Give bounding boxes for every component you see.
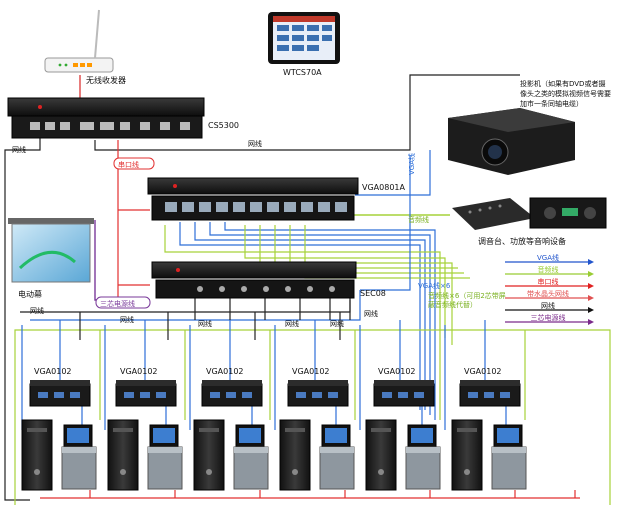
controller-label: CS5300 (208, 121, 239, 130)
workstation: VGA0102 (279, 367, 355, 491)
sec-label: SEC08 (360, 289, 386, 298)
label-serial: 串口线 (118, 160, 139, 169)
distributor-label: VGA0102 (34, 367, 72, 376)
controller-network-left (4, 135, 41, 501)
legend-item: 带水晶头网线 (505, 289, 594, 301)
desk (491, 446, 527, 490)
audio-amplifier (529, 197, 607, 229)
label-network-1: 网线 (12, 145, 26, 154)
desk (233, 446, 269, 490)
matrix-label: VGA0801A (362, 183, 406, 192)
distributor-label: VGA0102 (464, 367, 502, 376)
desk (61, 446, 97, 490)
label-vga: VGA线 (407, 153, 416, 175)
label-network-8: 网线 (364, 309, 378, 318)
distributor-label: VGA0102 (378, 367, 416, 376)
wires (4, 74, 611, 505)
legend-arrow-icon (588, 283, 594, 289)
workstation: VGA0102 (451, 367, 527, 491)
vga-matrix-to-projector (355, 150, 431, 196)
desk (405, 446, 441, 490)
workstation: VGA0102 (365, 367, 441, 491)
workstation-row: VGA0102 VGA0102 VGA0102 VGA0102 VGA0102 VGA01… (21, 367, 527, 491)
distributor-label: VGA0102 (292, 367, 330, 376)
tablet (268, 12, 340, 64)
legend-label: 串口线 (538, 277, 559, 286)
workstation: VGA0102 (21, 367, 97, 491)
workstation: VGA0102 (193, 367, 269, 491)
legend-item: 网线 (505, 301, 594, 313)
central-controller (7, 97, 205, 139)
label-power: 三芯电源线 (100, 299, 135, 308)
vga-matrix-switcher (147, 177, 359, 221)
projector-label: 投影机（如果有DVD或者摄像头之类的模拟视频信号需要加市一条同轴电缆） (520, 79, 611, 108)
desk (147, 446, 183, 490)
label-vga-x6: VGA线×6 (418, 281, 451, 290)
label-network-5: 网线 (198, 319, 212, 328)
audio-mixer (452, 198, 535, 230)
legend-label: 网线 (541, 301, 555, 310)
router-label: 无线收发器 (86, 75, 126, 85)
controller-network-right (94, 74, 520, 151)
legend-arrow-icon (588, 307, 594, 313)
legend-item: 音频线 (505, 265, 594, 277)
tablet-label: WTCS70A (283, 68, 322, 77)
label-network-6: 网线 (285, 319, 299, 328)
legend-label: 三芯电源线 (531, 313, 566, 322)
legend-arrow-icon (588, 295, 594, 301)
workstation: VGA0102 (107, 367, 183, 491)
legend-label: VGA线 (537, 253, 559, 262)
screen-label: 电动幕 (18, 289, 42, 299)
desk (319, 446, 355, 490)
legend-item: VGA线 (505, 253, 594, 265)
label-network-3: 网线 (30, 306, 44, 315)
legend-arrow-icon (588, 271, 594, 277)
router (44, 9, 114, 73)
label-audio-x6: 音频线×6（可用2芯带屏蔽音频线代替） (428, 291, 506, 309)
legend-arrow-icon (588, 319, 594, 325)
legend-arrow-icon (588, 259, 594, 265)
legend-label: 带水晶头网线 (527, 289, 569, 298)
electric-screen (8, 218, 94, 283)
distributor-label: VGA0102 (206, 367, 244, 376)
power-line (94, 220, 150, 301)
label-network-4: 网线 (120, 315, 134, 324)
legend-item: 串口线 (505, 277, 594, 289)
audio-gear-label: 调音台、功放等音响设备 (478, 236, 566, 246)
projector (448, 108, 575, 175)
label-audio: 音频线 (408, 215, 429, 224)
sec-switcher (151, 261, 357, 299)
label-network-7: 网线 (330, 319, 344, 328)
distributor-label: VGA0102 (120, 367, 158, 376)
label-network-2: 网线 (248, 139, 262, 148)
legend-item: 三芯电源线 (505, 313, 594, 325)
legend-label: 音频线 (538, 265, 559, 274)
